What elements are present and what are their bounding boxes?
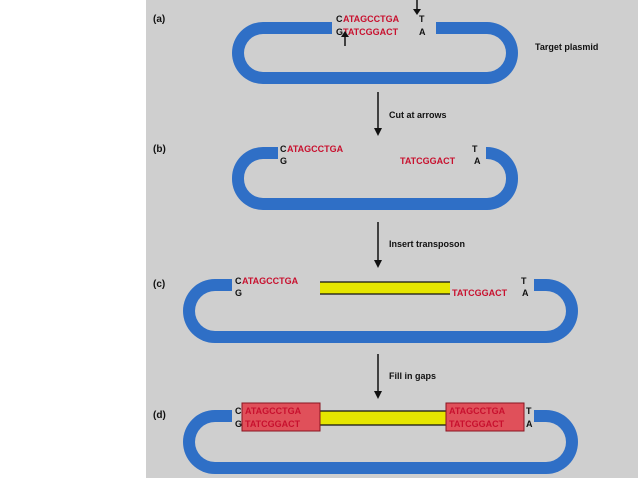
cut-arrow-bottom	[341, 31, 349, 46]
duplicated-site-right	[445, 402, 525, 432]
step-arrow-3	[374, 354, 382, 399]
caption-target-plasmid: Target plasmid	[535, 42, 598, 52]
seq-d-right-bottom-last: A	[526, 419, 533, 429]
seq-a-bottom-last: A	[419, 27, 426, 37]
seq-c-left-top-red: ATAGCCTGA	[242, 276, 299, 286]
seq-a-bottom-first: G	[336, 27, 343, 37]
sequence-a: C ATAGCCTGA T G TATCGGACT A	[336, 14, 426, 37]
sequence-d: C ATAGCCTGA G TATCGGACT ATAGCCTGA T TATC…	[235, 406, 533, 429]
seq-a-top-first: C	[336, 14, 343, 24]
seq-d-left-bottom-first: G	[235, 419, 242, 429]
panel-label-a: (a)	[153, 14, 165, 25]
sequence-b: C ATAGCCTGA G T TATCGGACT A	[280, 144, 481, 166]
seq-b-left-top-first: C	[280, 144, 287, 154]
seq-d-right-top-last: T	[526, 406, 532, 416]
seq-a-top-last: T	[419, 14, 425, 24]
seq-d-left-bottom-red: TATCGGACT	[245, 419, 301, 429]
duplicated-site-left	[241, 402, 321, 432]
panel-label-c: (c)	[153, 279, 165, 290]
seq-c-right-bottom-red: TATCGGACT	[452, 288, 508, 298]
step-label-fill: Fill in gaps	[389, 371, 436, 381]
seq-c-right-top: T	[521, 276, 527, 286]
step-arrow-1	[374, 92, 382, 136]
seq-d-left-top-red: ATAGCCTGA	[245, 406, 302, 416]
seq-b-left-top-red: ATAGCCTGA	[287, 144, 344, 154]
seq-c-left-top-first: C	[235, 276, 242, 286]
seq-d-right-top-red: ATAGCCTGA	[449, 406, 506, 416]
sequence-c: C ATAGCCTGA G T TATCGGACT A	[235, 276, 529, 298]
step-arrow-2	[374, 222, 382, 268]
seq-b-right-bottom-red: TATCGGACT	[400, 156, 456, 166]
transposon-d	[320, 410, 446, 426]
seq-b-left-bottom: G	[280, 156, 287, 166]
step-label-insert: Insert transposon	[389, 239, 465, 249]
seq-a-top-red: ATAGCCTGA	[343, 14, 400, 24]
seq-d-right-bottom-red: TATCGGACT	[449, 419, 505, 429]
cut-arrow-top	[413, 0, 421, 15]
seq-b-right-top: T	[472, 144, 478, 154]
seq-c-right-bottom-last: A	[522, 288, 529, 298]
plasmid-b	[232, 140, 518, 210]
panel-label-d: (d)	[153, 410, 166, 421]
panel-label-b: (b)	[153, 144, 166, 155]
seq-c-left-bottom: G	[235, 288, 242, 298]
step-label-cut: Cut at arrows	[389, 110, 447, 120]
plasmid-a	[232, 14, 518, 84]
seq-b-right-bottom-last: A	[474, 156, 481, 166]
transposon-c	[320, 281, 450, 295]
seq-a-bottom-red: TATCGGACT	[343, 27, 399, 37]
seq-d-left-top-first: C	[235, 406, 242, 416]
